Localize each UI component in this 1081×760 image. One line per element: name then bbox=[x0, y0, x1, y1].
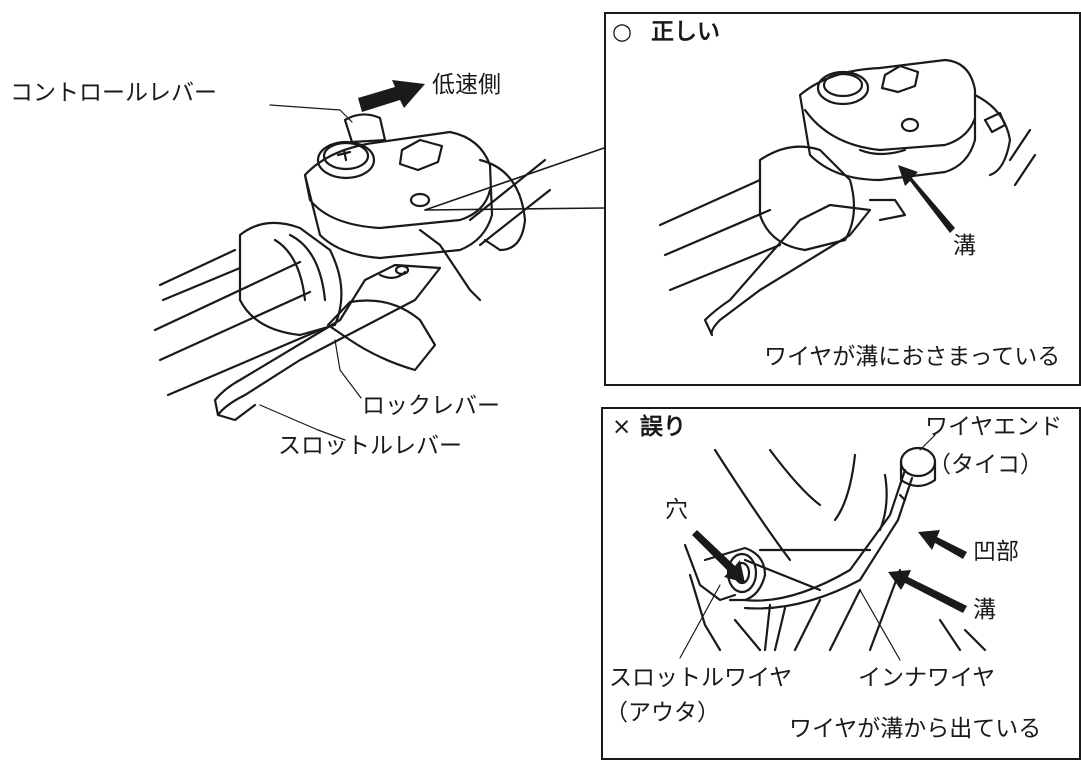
low-speed-arrow bbox=[358, 80, 425, 112]
correct-mark: ○ bbox=[612, 19, 633, 45]
correct-caption: ワイヤが溝におさまっている bbox=[764, 344, 1061, 370]
zoom-line-bottom bbox=[424, 207, 605, 211]
hole-label: 穴 bbox=[665, 497, 688, 523]
throttle-wire-label: スロットルワイヤ bbox=[609, 665, 793, 691]
leader-lock-lever bbox=[334, 339, 362, 399]
main-handle-drawing bbox=[153, 113, 552, 422]
throttle-wire-note-label: （アウタ） bbox=[605, 700, 720, 726]
correct-heading: 正しい bbox=[651, 19, 720, 45]
low-speed-side-label: 低速側 bbox=[432, 72, 501, 98]
leader-throttle-wire bbox=[679, 584, 721, 659]
wire-end-note-label: （タイコ） bbox=[928, 452, 1043, 478]
wrong-caption: ワイヤが溝から出ている bbox=[789, 716, 1042, 742]
hole-arrow bbox=[692, 530, 745, 583]
correct-panel-frame bbox=[604, 12, 1081, 386]
leader-inner-wire bbox=[859, 589, 901, 661]
groove-arrow-correct bbox=[898, 165, 955, 233]
lock-lever-label: ロックレバー bbox=[362, 393, 500, 419]
wrong-heading: 誤り bbox=[640, 414, 686, 440]
groove-label-wrong: 溝 bbox=[973, 597, 996, 623]
throttle-lever-label: スロットルレバー bbox=[278, 433, 462, 459]
leader-wire-end bbox=[919, 434, 936, 451]
inner-wire-label: インナワイヤ bbox=[858, 665, 996, 691]
recess-arrow bbox=[918, 530, 967, 559]
correct-panel-drawing bbox=[658, 58, 1037, 337]
wrong-panel-drawing bbox=[683, 446, 987, 652]
groove-arrow-wrong bbox=[888, 570, 967, 613]
recess-label: 凹部 bbox=[973, 539, 1019, 565]
wrong-panel-frame bbox=[601, 407, 1081, 760]
groove-label-correct: 溝 bbox=[953, 233, 976, 259]
wrong-mark: × bbox=[612, 414, 632, 440]
leader-control-lever bbox=[269, 104, 353, 123]
control-lever-label: コントロールレバー bbox=[10, 80, 217, 106]
zoom-line-top bbox=[424, 147, 605, 211]
leader-throttle-lever bbox=[259, 404, 346, 441]
wire-end-label: ワイヤエンド bbox=[925, 414, 1063, 440]
